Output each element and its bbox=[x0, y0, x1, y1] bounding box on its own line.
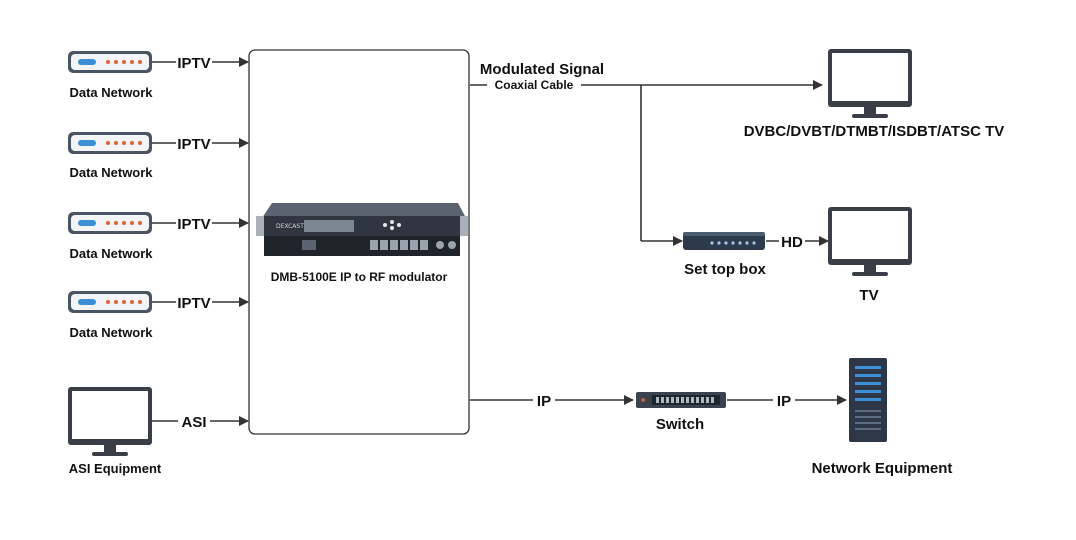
switch-node: Switch IP bbox=[636, 391, 847, 433]
set-top-box-node: Set top box HD bbox=[683, 232, 829, 278]
ip-label: IP bbox=[777, 393, 791, 410]
network-equipment-node: Network Equipment bbox=[812, 358, 953, 477]
source-label: Data Network bbox=[69, 246, 153, 261]
router-icon bbox=[68, 51, 152, 73]
modulator-node: DEXCAST DMB-5100E IP to RF modulator bbox=[248, 49, 470, 435]
tv-label: TV bbox=[859, 287, 878, 304]
router-icon bbox=[68, 212, 152, 234]
ip-label: IP bbox=[537, 393, 551, 410]
modulator-device-icon: DEXCAST bbox=[256, 203, 468, 256]
ip-output: IP bbox=[470, 391, 634, 410]
stb-label: Set top box bbox=[684, 261, 766, 278]
switch-icon bbox=[636, 392, 726, 408]
source-data-network-3: Data Network IPTV bbox=[68, 212, 249, 261]
source-data-network-2: Data Network IPTV bbox=[68, 132, 249, 180]
link-label: ASI bbox=[181, 414, 206, 431]
source-asi-equipment: ASI Equipment ASI bbox=[68, 387, 249, 476]
source-label: Data Network bbox=[69, 165, 153, 180]
coax-output: Modulated Signal Coaxial Cable bbox=[470, 61, 823, 246]
modulator-caption: DMB-5100E IP to RF modulator bbox=[271, 270, 448, 284]
router-icon bbox=[68, 291, 152, 313]
link-label: IPTV bbox=[177, 216, 210, 233]
tv-monitor-icon bbox=[828, 207, 912, 276]
device-brand: DEXCAST bbox=[276, 223, 304, 230]
source-data-network-4: Data Network IPTV bbox=[68, 291, 249, 340]
router-icon bbox=[68, 132, 152, 154]
link-label: IPTV bbox=[177, 55, 210, 72]
network-equipment-label: Network Equipment bbox=[812, 460, 953, 477]
switch-label: Switch bbox=[656, 416, 704, 433]
set-top-box-icon bbox=[683, 232, 765, 250]
digital-tv-node: DVBC/DVBT/DTMBT/ISDBT/ATSC TV bbox=[744, 49, 1005, 140]
source-data-network-1: Data Network IPTV bbox=[68, 51, 249, 100]
server-icon bbox=[849, 358, 887, 442]
monitor-icon bbox=[68, 387, 152, 456]
source-label: Data Network bbox=[69, 325, 153, 340]
tv-monitor-icon bbox=[828, 49, 912, 118]
link-label: IPTV bbox=[177, 295, 210, 312]
cable-label: Coaxial Cable bbox=[495, 78, 574, 92]
hd-label: HD bbox=[781, 234, 803, 251]
tv-node: TV bbox=[828, 207, 912, 304]
tv-digital-label: DVBC/DVBT/DTMBT/ISDBT/ATSC TV bbox=[744, 123, 1005, 140]
link-label: IPTV bbox=[177, 136, 210, 153]
signal-label: Modulated Signal bbox=[480, 61, 604, 78]
source-label: ASI Equipment bbox=[69, 461, 162, 476]
source-label: Data Network bbox=[69, 85, 153, 100]
